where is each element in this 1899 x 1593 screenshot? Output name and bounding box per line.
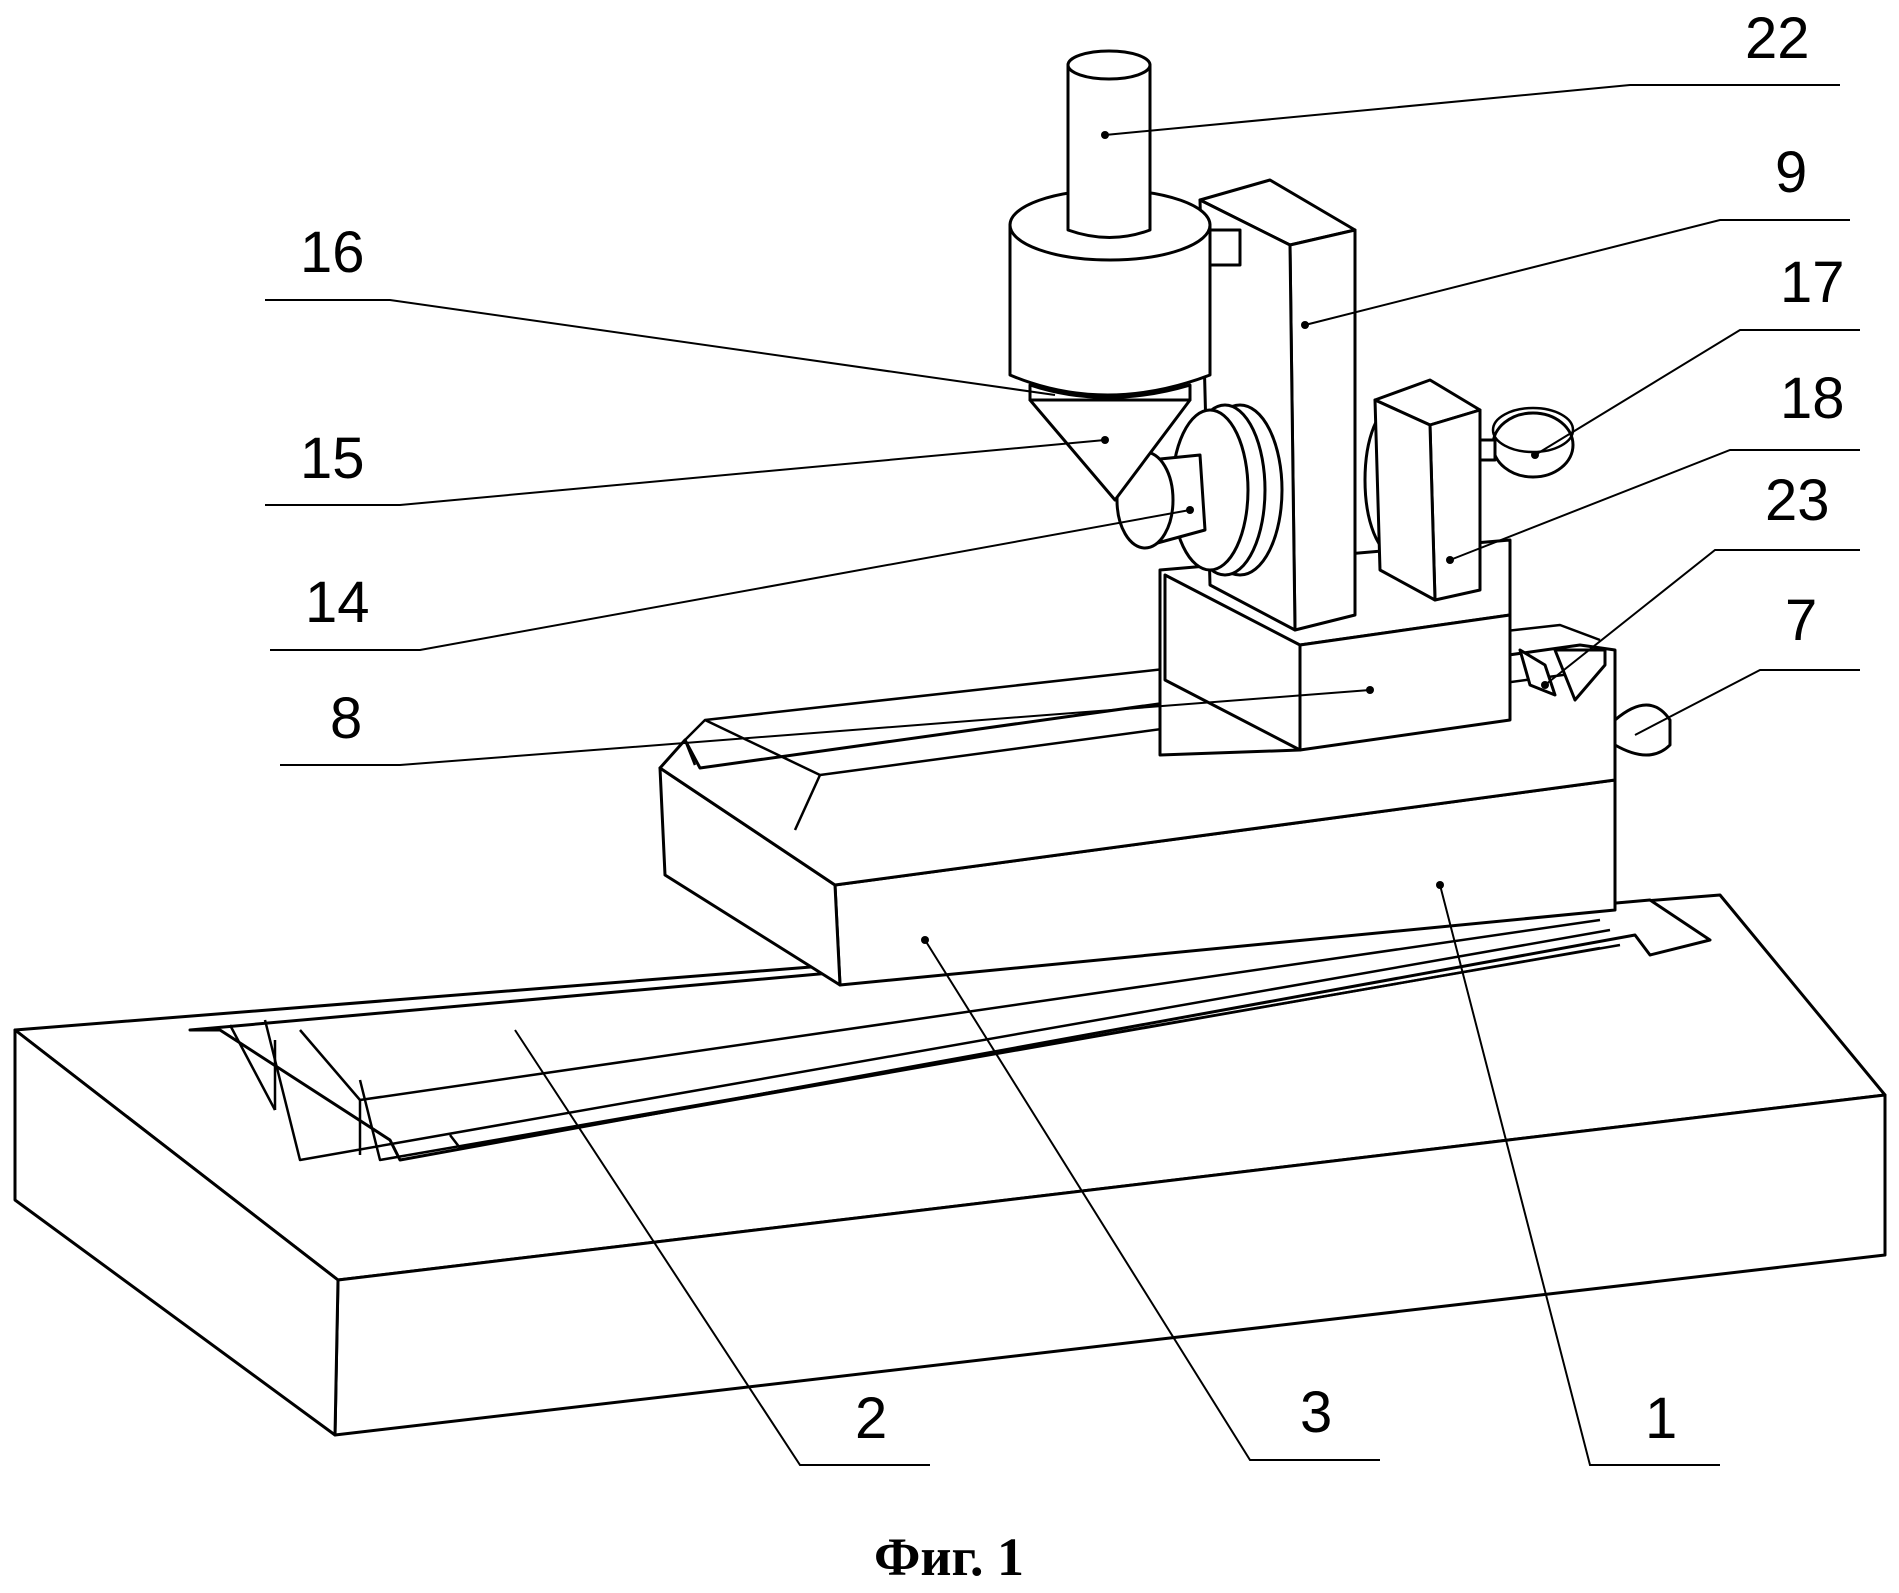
label-16: 16 (300, 220, 365, 285)
label-17: 17 (1780, 250, 1845, 315)
label-2: 2 (855, 1386, 887, 1451)
label-18: 18 (1780, 366, 1845, 431)
label-8: 8 (330, 686, 362, 751)
label-3: 3 (1300, 1380, 1332, 1445)
label-22: 22 (1745, 6, 1810, 71)
label-1: 1 (1645, 1386, 1677, 1451)
label-15: 15 (300, 426, 365, 491)
label-9: 9 (1775, 140, 1807, 205)
right-wheel-assembly (1365, 380, 1573, 600)
label-7: 7 (1785, 588, 1817, 653)
figure-caption: Фиг. 1 (874, 1527, 1024, 1587)
label-14: 14 (305, 570, 370, 635)
label-23: 23 (1765, 468, 1830, 533)
